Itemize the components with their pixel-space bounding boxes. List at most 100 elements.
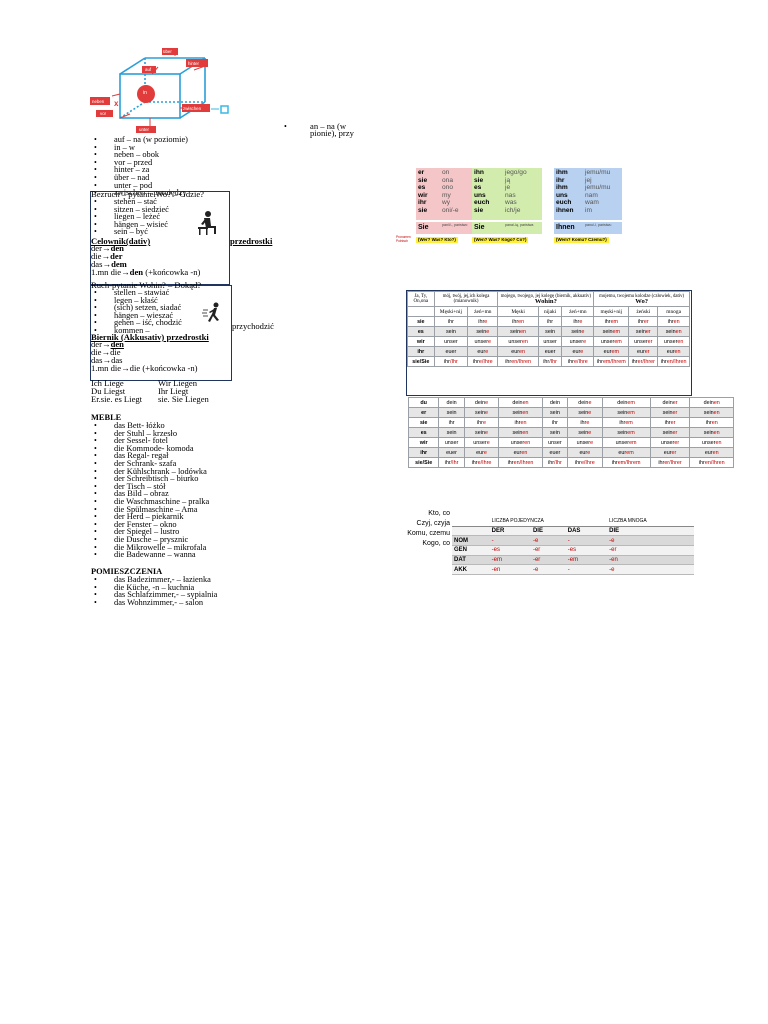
pronoun-akk-question: (Wen? Was? Kogo? Co?)	[472, 237, 529, 243]
an-note-line1: an – na (w	[310, 121, 347, 131]
cube-label-auf: auf	[145, 67, 152, 72]
bewegung-side-label: przychodzić	[232, 321, 274, 331]
rooms-title: POMIESZCZENIA	[91, 567, 163, 576]
header-plural: LICZBA MNOGA	[607, 517, 694, 527]
list-item: die Kommode- komoda	[90, 444, 250, 453]
rooms-list: das Badezimmer,- – łazienka die Küche, -…	[90, 576, 250, 607]
ruhe-side-label: przedrostki	[230, 236, 273, 246]
list-item: der Herd – piekarnik	[90, 513, 250, 521]
ruhe-article-der: der→den	[91, 243, 124, 253]
possessive-top-frame	[406, 290, 692, 396]
meble-list: das Bett- łóżko der Stuhl – krzesło der …	[90, 422, 250, 559]
list-item: die Küche, -n – kuchnia	[90, 583, 250, 592]
header-accusative: mojego, twojego, jej kolegę (biernik, ak…	[497, 291, 595, 307]
list-item: der Tisch – stół	[90, 482, 250, 491]
cube-label-in: in	[143, 90, 147, 96]
pronoun-dat-de-column: ihm ihr ihm uns euch ihnen	[556, 169, 574, 214]
question-dat: Komu, czemu	[407, 530, 450, 537]
list-item: der Schrank- szafa	[90, 459, 250, 468]
walking-person-icon	[202, 302, 219, 322]
list-item: das Regal- regał	[90, 452, 250, 460]
liegen-ich: Ich Liege	[91, 378, 124, 388]
list-item: der Kühlschrank – lodówka	[90, 467, 250, 476]
list-item: hinter – za	[90, 166, 240, 174]
pronoun-dat-pl-column: jemu/mu jej jemu/mu nam wam im	[585, 169, 611, 214]
pronoun-nom-table: er sie es wir ihr sie on ona ono my wy o…	[416, 168, 476, 220]
list-item: stellen – stawiać	[90, 289, 200, 297]
table-row: Męski+nij żeń+mn Męski nijaki żeń+mn męs…	[407, 306, 690, 317]
list-item: die Badewanne – wanna	[90, 551, 250, 559]
ruhe-box	[90, 191, 230, 285]
column-das: DAS	[565, 526, 608, 537]
column-die-plural: DIE	[607, 526, 694, 537]
table-row: GEN -es -er -es -er	[452, 545, 694, 556]
cube-label-uber: über	[163, 49, 172, 54]
list-item: legen – kłaść	[90, 296, 200, 305]
case-endings-table: LICZBA POJEDYNCZA LICZBA MNOGA DER DIE D…	[452, 517, 694, 576]
table-row: AKK -en -e - -e	[452, 564, 694, 576]
ruhe-heading: Celownik(dativ)	[91, 236, 151, 246]
pronoun-nom-pl-column: on ona ono my wy oni/-e	[442, 169, 459, 214]
list-item: vor – przed	[90, 158, 240, 167]
list-item: kommen –	[90, 326, 200, 335]
bewegung-article-der: der→den	[91, 339, 124, 349]
cube-label-unter: unter	[139, 127, 150, 132]
list-item: hängen – wisieć	[90, 220, 200, 229]
list-item: hängen – wieszać	[90, 311, 200, 320]
bewegung-title: Ruch-pytanie Wohin? – Dokąd?	[91, 280, 202, 290]
list-item: der Schreibtisch – biurko	[90, 475, 250, 483]
preposition-list: auf – na (w poziomie) in – w neben – obo…	[90, 136, 240, 197]
header-persons: Ja, Ty, On,ona	[407, 291, 435, 307]
cube-label-vor: vor	[100, 111, 107, 116]
liegen-sie: sie. Sie Liegen	[158, 394, 209, 404]
svg-text:x: x	[114, 99, 119, 108]
pronoun-left-note: Pronomen Polnisch	[396, 235, 411, 243]
pronoun-dat-formal: Ihnen panu/-i, państwu	[554, 222, 622, 234]
preposition-cube-diagram: x über hinter auf in neben vor zwischen …	[90, 44, 236, 136]
liegen-du: Du Liegst	[91, 386, 126, 396]
list-item: die Dusche – prysznic	[90, 535, 250, 544]
bullet: •	[284, 122, 287, 131]
pronoun-nom-formal: Sie pan/i/-, państwo	[416, 222, 476, 234]
table-row: DAT -em -er -em -en	[452, 555, 694, 566]
bewegung-article-das: das→das	[91, 355, 123, 365]
list-item: der Sessel- fotel	[90, 437, 250, 445]
list-item: auf – na (w poziomie)	[90, 136, 240, 144]
list-item: liegen – leżeć	[90, 213, 200, 221]
pronoun-akk-de-column: ihn sie es uns euch sie	[474, 169, 490, 214]
pronoun-akk-table: ihn sie es uns euch sie jego/go ją je na…	[472, 168, 542, 220]
list-item: der Stuhl – krzesło	[90, 429, 250, 438]
list-item: sitzen – siedzieć	[90, 205, 200, 214]
pronoun-akk-formal: Sie pana/-ią, państwa	[472, 222, 542, 234]
column-die: DIE	[530, 526, 566, 537]
header-nominative: mój, twój, jej,ich kolega (mianownik)	[433, 291, 499, 307]
pronoun-nom-de-column: er sie es wir ihr sie	[418, 169, 428, 214]
list-item: über – nad	[90, 173, 240, 182]
ruhe-article-das: das→dem	[91, 259, 127, 269]
bewegung-plural: 1.mn die→die (+końcowka -n)	[91, 363, 198, 373]
pronoun-akk-pl-column: jego/go ją je nas was ich/je	[505, 169, 527, 214]
case-questions: Kto, co Czyj, czyja Komu, czemu Kogo, co	[402, 509, 450, 549]
list-item: sein – być	[90, 228, 200, 236]
header-dative: mojemu, twojemu kolodze (człowiek, dativ…	[593, 291, 690, 307]
question-akk: Kogo, co	[422, 540, 450, 547]
list-item: die Spülmaschine – Ama	[90, 505, 250, 514]
list-item: die Mikrowelle – mikrofala	[90, 543, 250, 552]
sitting-person-icon	[198, 211, 216, 235]
pronoun-nom-question: (Wer? Was? Kto?)	[416, 237, 458, 243]
possessive-top-table: Ja, Ty, On,ona mój, twój, jej,ich kolega…	[407, 291, 690, 367]
list-item: zwischen – pomiędzy	[90, 189, 240, 197]
ruhe-article-die: die→der	[91, 251, 123, 261]
liegen-er: Er.sie. es Liegt	[91, 394, 143, 404]
list-item: das Bild – obraz	[90, 490, 250, 498]
